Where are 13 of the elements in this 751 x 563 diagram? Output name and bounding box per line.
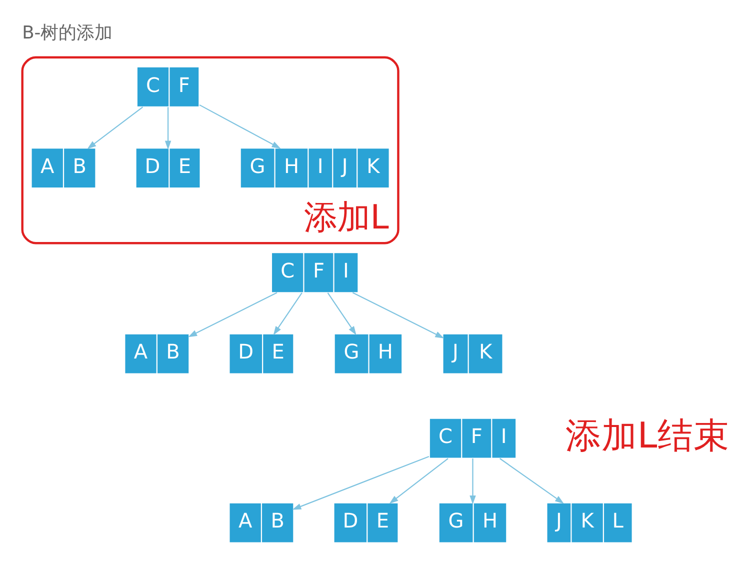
arrow [469, 458, 476, 504]
arrow [499, 458, 564, 504]
arrow [188, 292, 277, 338]
arrow [388, 458, 448, 504]
arrow [326, 292, 356, 336]
arrow [198, 104, 280, 149]
arrow [86, 106, 143, 150]
label: 添加L结束 [564, 415, 729, 456]
arrow [352, 292, 444, 338]
arrow [164, 107, 171, 150]
diagram-title: B-树的添加 [22, 22, 112, 44]
arrow [272, 292, 302, 336]
arrow [292, 456, 429, 510]
